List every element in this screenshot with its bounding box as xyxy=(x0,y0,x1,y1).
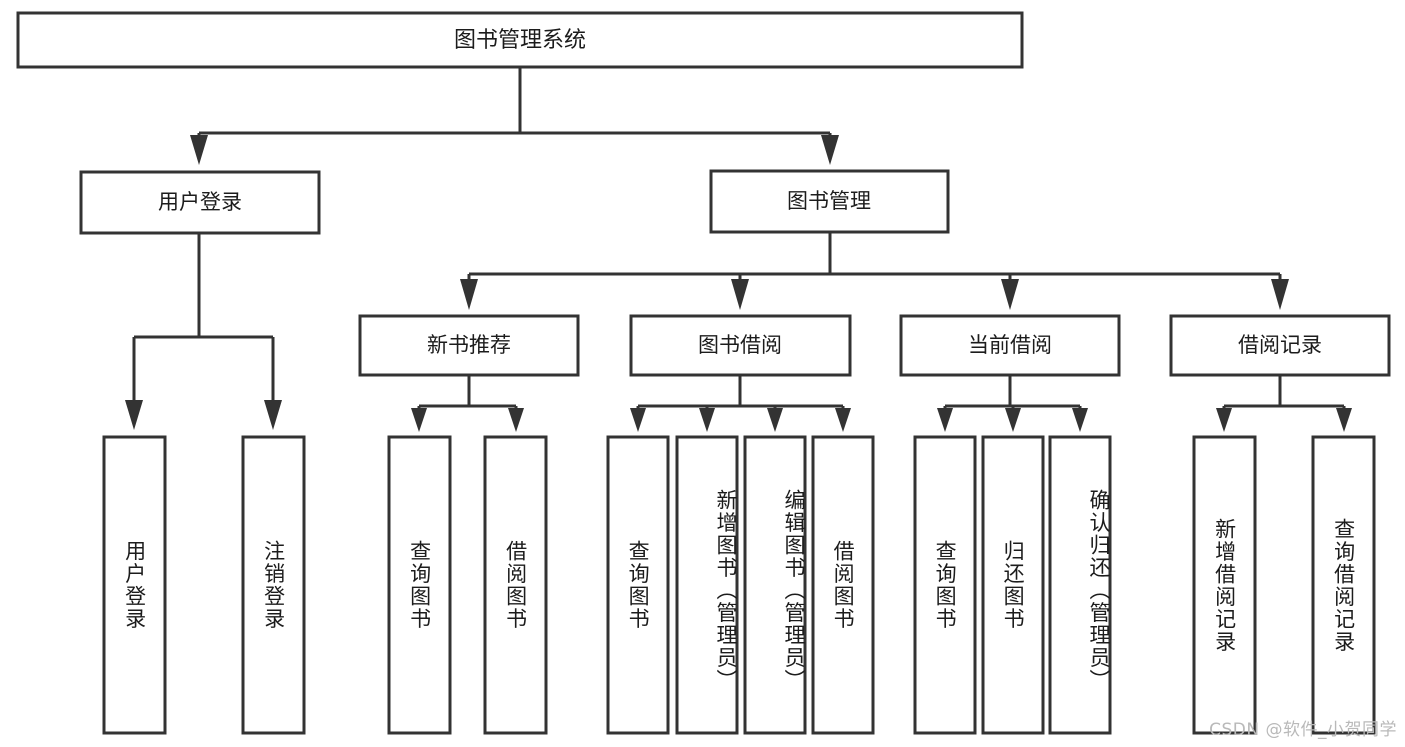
arrow-head-leaf-return-book xyxy=(1005,408,1021,432)
arrow-head-leaf-borrow-book xyxy=(835,408,851,432)
arrow-head-leaf-confirm-return-admin xyxy=(1072,408,1088,432)
leaf-user-login-box[interactable] xyxy=(102,435,167,735)
node-book-borrow-label: 图书借阅 xyxy=(698,333,782,357)
arrow-head-book-borrow xyxy=(731,279,749,310)
node-current-borrow-label: 当前借阅 xyxy=(968,333,1052,357)
node-new-book-recommend-label: 新书推荐 xyxy=(427,333,511,357)
leaf-user-logout-box[interactable] xyxy=(241,435,306,735)
leaf-query-book-current-box[interactable] xyxy=(913,435,977,735)
node-borrow-record-box[interactable] xyxy=(1169,314,1391,377)
node-book-manage-label: 图书管理 xyxy=(787,189,871,213)
arrow-head-leaf-query-book-rec xyxy=(411,408,427,432)
node-new-book-recommend-box[interactable] xyxy=(358,314,580,377)
csdn-watermark: CSDN @软件_小贺同学 xyxy=(1209,720,1397,740)
node-borrow-record-label: 借阅记录 xyxy=(1238,333,1322,357)
node-root[interactable]: 图书管理系统 xyxy=(16,11,1024,69)
leaf-query-book-rec-box[interactable] xyxy=(387,435,452,735)
arrow-head-borrow-record xyxy=(1271,279,1289,310)
node-current-borrow-box[interactable] xyxy=(899,314,1121,377)
arrow-head-current-borrow xyxy=(1001,279,1019,310)
connector-book-manage-to-level3 xyxy=(460,232,1289,310)
leaf-query-book-borrow-box[interactable] xyxy=(606,435,670,735)
leaf-add-borrow-record-box[interactable] xyxy=(1192,435,1257,735)
node-root-label: 图书管理系统 xyxy=(454,28,586,53)
node-user-login-label: 用户登录 xyxy=(158,190,242,214)
arrow-head-leaf-query-borrow-record xyxy=(1336,408,1352,432)
node-user-login-box[interactable] xyxy=(79,170,321,235)
connector-user-login-to-leaves xyxy=(125,233,282,430)
arrow-head-leaf-query-book-current xyxy=(937,408,953,432)
arrow-head-book-manage xyxy=(821,135,839,165)
connector-current-borrow-to-leaves xyxy=(937,375,1088,432)
connector-root-to-level2 xyxy=(190,67,839,165)
leaf-borrow-book-rec-box[interactable] xyxy=(483,435,548,735)
leaf-boxes xyxy=(102,435,1376,735)
connector-book-borrow-to-leaves xyxy=(630,375,851,432)
arrow-head-leaf-user-login xyxy=(125,400,143,430)
node-book-borrow[interactable]: 图书借阅 xyxy=(629,314,852,377)
node-book-manage[interactable]: 图书管理 xyxy=(709,169,950,234)
arrow-head-leaf-query-book-borrow xyxy=(630,408,646,432)
leaf-edit-book-admin-box[interactable] xyxy=(743,435,807,735)
node-new-book-recommend[interactable]: 新书推荐 xyxy=(358,314,580,377)
node-current-borrow[interactable]: 当前借阅 xyxy=(899,314,1121,377)
leaf-add-book-admin-box[interactable] xyxy=(675,435,739,735)
connector-borrow-record-to-leaves xyxy=(1216,375,1352,432)
leaf-query-borrow-record-box[interactable] xyxy=(1311,435,1376,735)
node-root-box[interactable] xyxy=(16,11,1024,69)
arrow-head-leaf-borrow-book-rec xyxy=(508,408,524,432)
connector-new-book-recommend-to-leaves xyxy=(411,375,524,432)
arrow-head-leaf-user-logout xyxy=(264,400,282,430)
arrow-head-leaf-add-book-admin xyxy=(699,408,715,432)
node-book-manage-box[interactable] xyxy=(709,169,950,234)
arrow-head-user-login xyxy=(190,135,208,165)
leaf-borrow-book-box[interactable] xyxy=(811,435,875,735)
leaf-return-book-box[interactable] xyxy=(981,435,1045,735)
arrow-head-leaf-add-borrow-record xyxy=(1216,408,1232,432)
arrow-head-leaf-edit-book-admin xyxy=(767,408,783,432)
node-book-borrow-box[interactable] xyxy=(629,314,852,377)
node-user-login[interactable]: 用户登录 xyxy=(79,170,321,235)
leaf-confirm-return-admin-box[interactable] xyxy=(1048,435,1112,735)
node-borrow-record[interactable]: 借阅记录 xyxy=(1169,314,1391,377)
arrow-head-new-book-recommend xyxy=(460,279,478,310)
